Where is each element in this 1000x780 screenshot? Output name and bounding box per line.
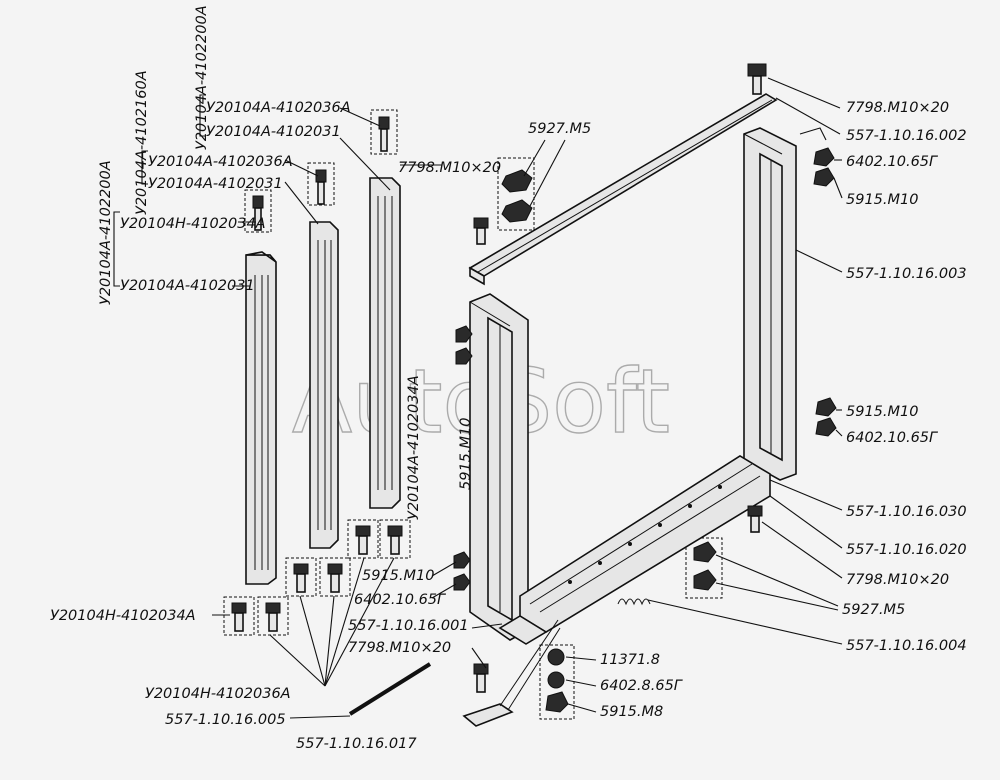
label-b-11371: 11371.8 <box>600 652 660 668</box>
label-r-washer2: 6402.10.65Г <box>846 430 939 446</box>
label-washer-low: 6402.10.65Г <box>354 592 447 608</box>
label-bottom-left: У20104Н-4102034А <box>50 608 196 624</box>
label-r-nut: 5915.М10 <box>846 192 918 208</box>
label-side-001: 557-1.10.16.001 <box>348 618 469 634</box>
label-r-bolt: 7798.М10×20 <box>846 100 949 116</box>
label-r-004: 557-1.10.16.004 <box>846 638 967 654</box>
part-labels: У20104А-4102200А У20104А-4102160А У20104… <box>50 5 967 752</box>
label-top-a1: У20104А-4102036А <box>206 100 351 116</box>
label-side-vert: 5915.М10 <box>458 418 474 490</box>
label-left-vert-3: У20104А-4102200А <box>98 160 114 305</box>
stay-bracket <box>462 619 561 727</box>
top-fasteners <box>473 63 767 245</box>
label-r-020: 557-1.10.16.020 <box>846 542 967 558</box>
label-bolt-top-mid: 7798.М10×20 <box>398 160 501 176</box>
seal-strip-middle <box>309 221 339 549</box>
label-top-a2: У20104А-4102031 <box>206 124 341 140</box>
label-stay: 557-1.10.16.017 <box>296 736 417 752</box>
label-r-m5: 5927.М5 <box>842 602 905 618</box>
right-side-fasteners <box>799 127 837 437</box>
label-r-washer: 6402.10.65Г <box>846 154 939 170</box>
bottom-fasteners <box>473 505 763 713</box>
label-mid-a1: У20104А-4102036А <box>148 154 293 170</box>
label-r-nut2: 5915.М10 <box>846 404 918 420</box>
label-bolt-low: 7798.М10×20 <box>348 640 451 656</box>
label-b-washer: 6402.8.65Г <box>600 678 684 694</box>
right-leaders <box>431 77 843 713</box>
label-nut-low: 5915.М10 <box>362 568 434 584</box>
label-left-vert-1: У20104А-4102200А <box>194 5 210 150</box>
right-frame-side <box>743 127 797 481</box>
bottom-rail <box>498 455 771 645</box>
spring-part <box>617 598 651 606</box>
rail-holes <box>568 485 722 584</box>
label-r-002: 557-1.10.16.002 <box>846 128 967 144</box>
label-center-vert: У20104А-4102034А <box>406 375 422 520</box>
rod-part <box>348 662 432 716</box>
screw-icon <box>252 116 390 231</box>
seal-strip-right <box>369 177 401 509</box>
label-low-a2: У20104А-4102031 <box>120 278 255 294</box>
label-b-nut: 5915.М8 <box>600 704 663 720</box>
label-left-vert-2: У20104А-4102160А <box>134 70 150 215</box>
label-nuts-m5-top: 5927.М5 <box>528 121 591 137</box>
label-r-030: 557-1.10.16.030 <box>846 504 967 520</box>
label-rod: 557-1.10.16.005 <box>165 712 286 728</box>
label-screw-group: У20104Н-4102036А <box>145 686 291 702</box>
label-low-a1: У20104Н-4102034А <box>120 216 266 232</box>
label-brackets <box>113 94 442 616</box>
left-frame-side <box>469 293 529 641</box>
label-r-003: 557-1.10.16.003 <box>846 266 967 282</box>
left-side-nuts <box>453 325 473 591</box>
fastener-boxes <box>223 109 723 720</box>
seal-strip-left <box>245 251 277 585</box>
lower-screws <box>231 525 403 632</box>
top-rail <box>468 93 778 286</box>
label-mid-a2: У20104А-4102031 <box>148 176 283 192</box>
screw-group-leaders <box>269 557 395 687</box>
label-r-bolt2: 7798.М10×20 <box>846 572 949 588</box>
